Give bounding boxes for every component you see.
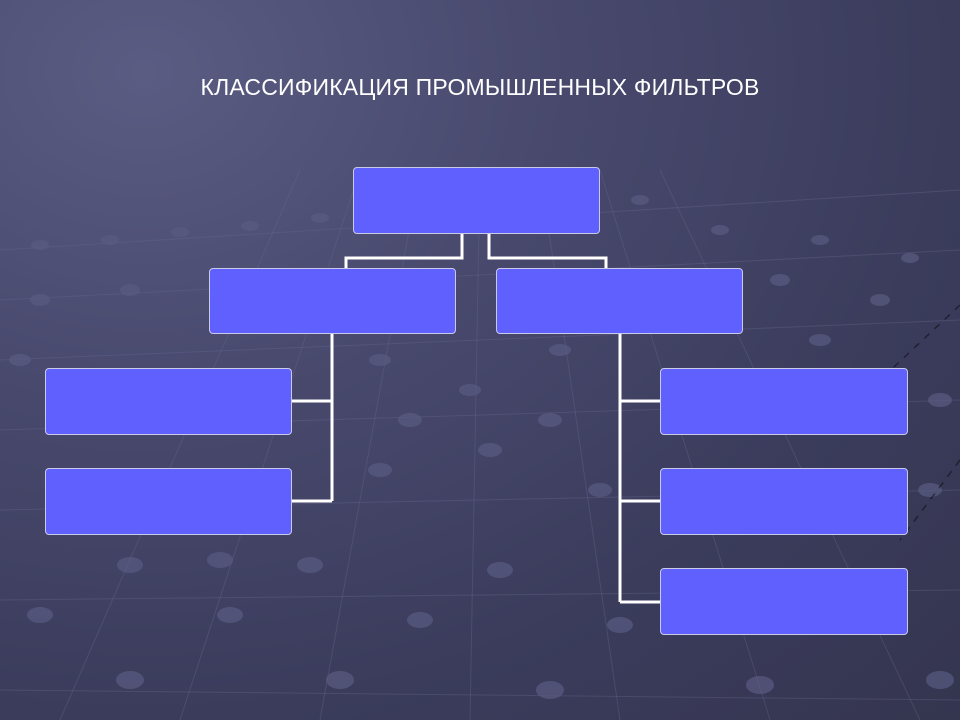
root-node [353,167,600,234]
right-child-node-3 [660,568,908,635]
right-child-node-1 [660,368,908,435]
level1-node-left [209,268,456,334]
right-child-node-2 [660,468,908,535]
slide-title: КЛАССИФИКАЦИЯ ПРОМЫШЛЕННЫХ ФИЛЬТРОВ [200,74,760,100]
left-child-node-2 [45,468,292,535]
level1-node-right [496,268,743,334]
left-child-node-1 [45,368,292,435]
